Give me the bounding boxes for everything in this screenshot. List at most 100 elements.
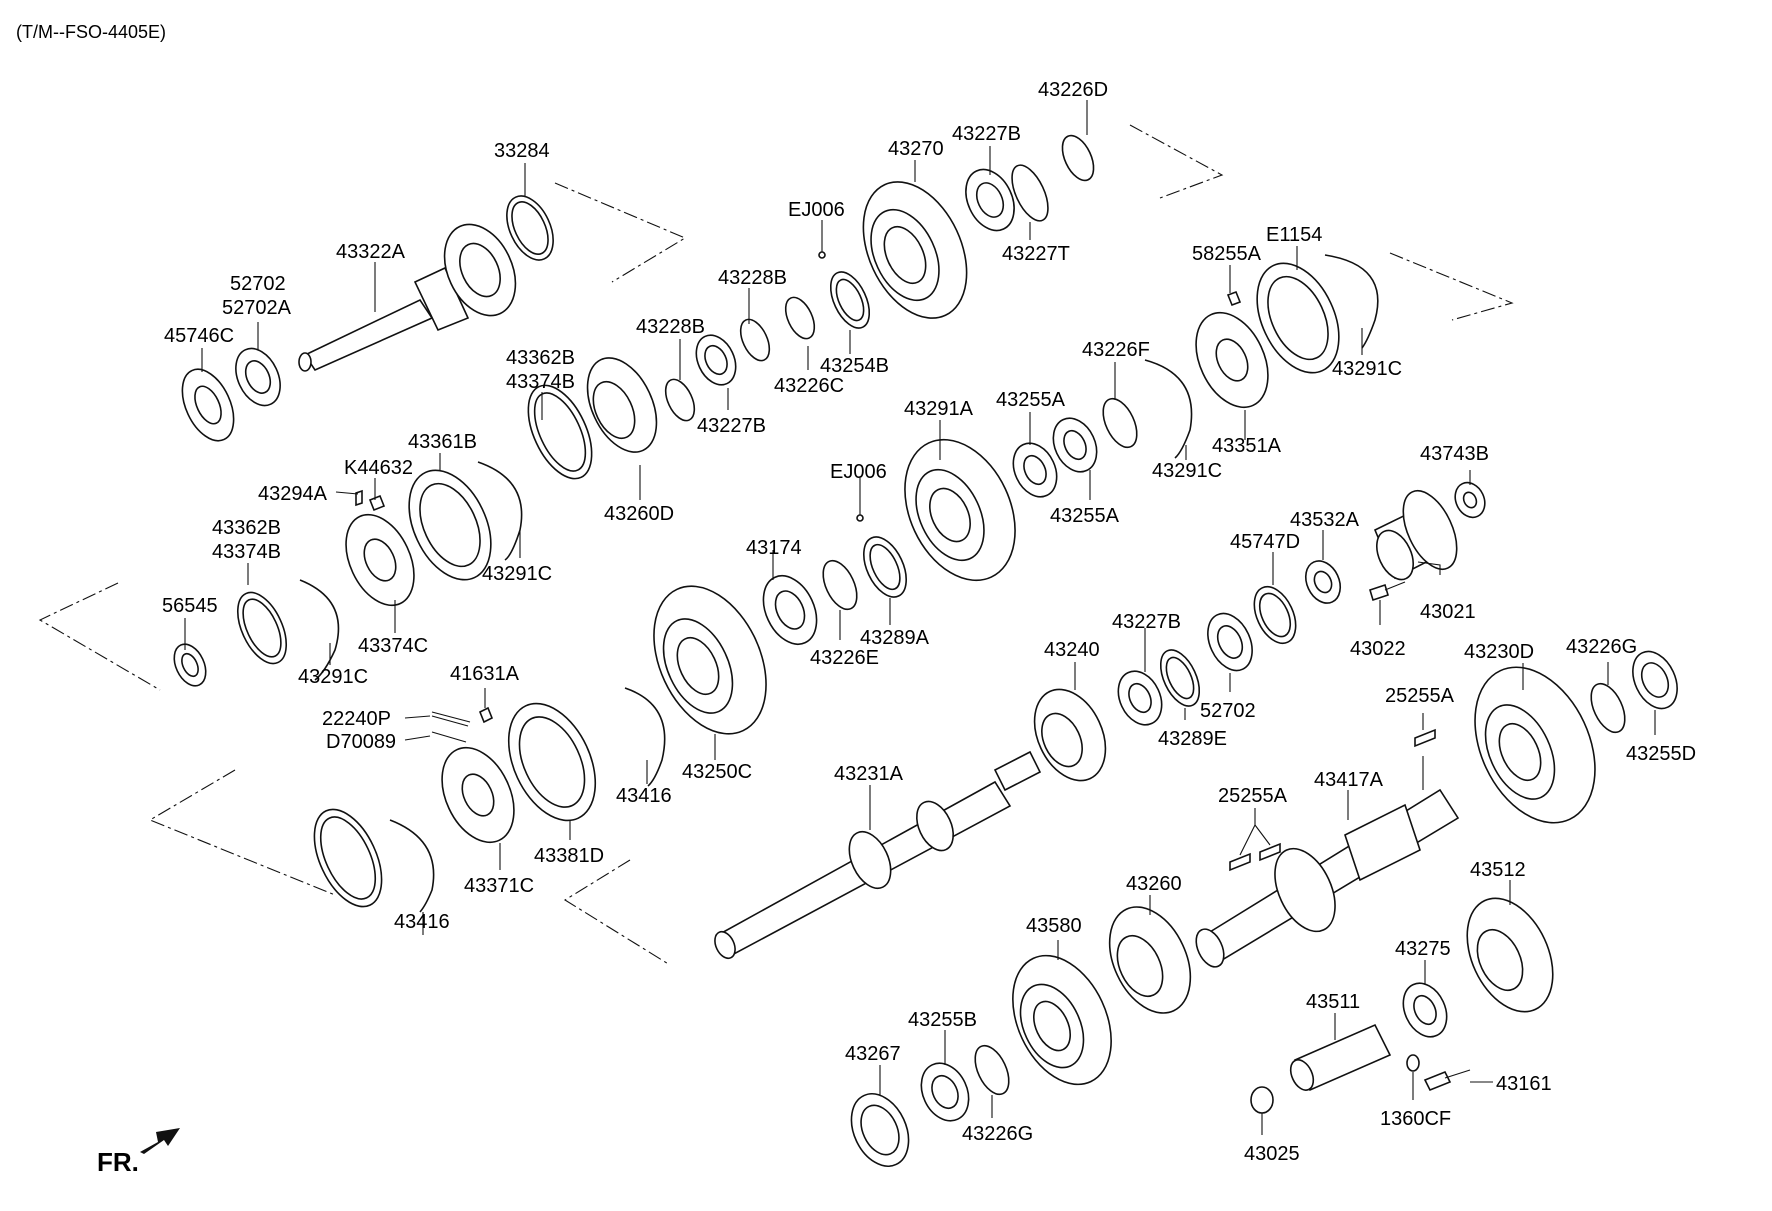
label-43322a: 43322A [336,241,406,263]
label-43294a: 43294A [258,483,328,505]
label-43416-a: 43416 [616,785,672,807]
label-43270: 43270 [888,138,944,160]
part-43226g-snap-ring-a [1590,682,1626,734]
part-43255b-bearing [920,1062,970,1122]
label-43361b: 43361B [408,431,477,453]
part-43226g-snap-ring-b [974,1044,1010,1096]
label-43289e: 43289E [1158,728,1227,750]
part-43381d-sleeve [507,702,597,822]
part-43351a-hub [1195,311,1269,409]
label-43255a-a: 43255A [996,389,1066,411]
label-43371c: 43371C [464,875,534,897]
label-43255d: 43255D [1626,743,1696,765]
label-43291c-b: 43291C [298,666,368,688]
part-25255a-key-a [1414,728,1436,748]
part-43289e-washer [1159,649,1201,707]
part-1360cf-washer [1406,1054,1420,1072]
label-43227b-top: 43227B [952,123,1021,145]
label-43417a: 43417A [1314,769,1384,791]
label-43250c: 43250C [682,761,752,783]
part-43417a-countershaft [1195,788,1460,968]
part-43511-idler-shaft [1289,1023,1392,1092]
part-43230d-gear [1474,666,1596,824]
part-43227b-bearing-a [695,334,737,386]
part-43374b-synchro-ring-a [236,591,288,665]
label-41631a: 41631A [450,663,520,685]
label-43374b-a: 43374B [506,371,575,393]
part-58255a-key [1226,290,1242,307]
label-43227b-mid: 43227B [697,415,766,437]
label-43291c-a: 43291C [482,563,552,585]
part-43291c-spring-c [1144,359,1193,459]
part-43021-flange [1373,490,1458,581]
label-43022: 43022 [1350,638,1406,660]
label-52702a: 52702A [222,297,292,319]
label-43226g-b: 43226G [962,1123,1033,1145]
label-43226c: 43226C [774,375,844,397]
label-56545: 56545 [162,595,218,617]
part-43291a-gear [904,438,1016,582]
part-43371c-hub [441,746,515,844]
part-43228b-ring-b [739,318,771,362]
part-43240-gear [1033,688,1107,782]
label-58255a: 58255A [1192,243,1262,265]
part-43226f-snap-ring [1102,397,1138,449]
part-43416-spring-a [624,687,666,787]
label-43362b-b: 43362B [212,517,281,539]
part-43416-spring-b [389,819,435,913]
part-25255a-key-b [1229,842,1281,872]
part-43227t-ring [1011,164,1049,222]
label-ej006-mid: EJ006 [830,461,887,483]
part-43226d-snap-ring [1061,134,1095,182]
part-43260d-gear [586,357,658,453]
part-22240p-pin [431,711,471,727]
part-43025-plug [1250,1086,1274,1114]
label-43291c-d: 43291C [1152,460,1222,482]
part-ej006-ball-a [818,251,826,259]
part-43289a-washer [863,536,907,598]
part-43267-bearing-race [850,1093,910,1167]
part-43226e-snap-ring [822,559,858,611]
part-45747d-ring [1253,585,1297,645]
part-ej006-ball-b [856,514,864,522]
label-43416-b: 43416 [394,911,450,933]
part-43174-bearing [762,575,818,645]
part-43512-gear [1466,897,1554,1013]
part-k44632-key [355,489,386,512]
label-e1154: E1154 [1266,224,1322,246]
label-43511: 43511 [1306,991,1360,1013]
label-43174: 43174 [746,537,802,559]
label-ej006-top: EJ006 [788,199,845,221]
part-52702-bearing [235,347,281,407]
label-43532a: 43532A [1290,509,1360,531]
label-43254b: 43254B [820,355,889,377]
label-43362b-a: 43362B [506,347,575,369]
part-43361b-sleeve [408,469,492,581]
part-43231a-main-shaft [714,750,1042,960]
label-43743b: 43743B [1420,443,1489,465]
part-43022-bolt [1369,581,1406,602]
label-43351a: 43351A [1212,435,1282,457]
part-41631a-key [478,706,494,724]
label-45746c: 45746C [164,325,234,347]
label-43226g-a: 43226G [1566,636,1637,658]
label-43291c-c: 43291C [1332,358,1402,380]
label-52702-b: 52702 [1200,700,1256,722]
part-43228b-ring-a [664,378,696,422]
label-43230d: 43230D [1464,641,1534,663]
label-43231a: 43231A [834,763,904,785]
part-43270-gear [862,181,968,319]
part-43227b-bearing-b [965,168,1015,232]
part-43291c-spring-a [299,579,340,681]
part-43255d-bearing [1632,650,1678,710]
part-43322a-input-shaft [298,223,517,372]
part-43416-synchro-ring [313,808,383,908]
part-43743b-nut [1454,481,1486,519]
part-e1154-sleeve [1256,262,1340,374]
label-k44632: K44632 [344,457,413,479]
part-43291c-spring-d [1324,254,1379,349]
part-56545-bearing [173,643,207,687]
assembly-dash-lines [38,124,1514,966]
label-43226f: 43226F [1082,339,1150,361]
